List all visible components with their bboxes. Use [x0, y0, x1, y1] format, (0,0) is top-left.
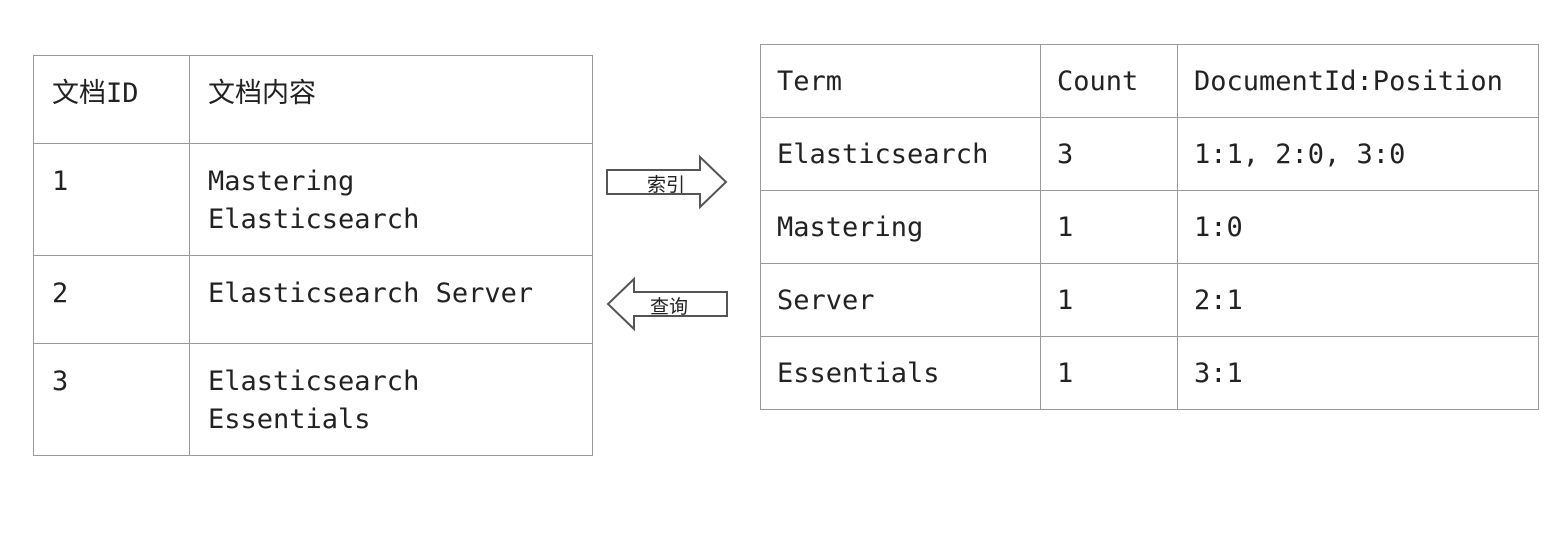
query-arrow-icon	[606, 276, 728, 332]
doc-content-cell: Elasticsearch Essentials	[208, 366, 420, 435]
term-cell: Essentials	[777, 358, 940, 389]
term-cell: Elasticsearch	[777, 139, 989, 170]
positions-cell: 3:1	[1194, 358, 1243, 389]
doc-id-cell: 1	[52, 166, 69, 197]
query-arrow-label: 查询	[650, 296, 689, 318]
count-cell: 1	[1057, 285, 1074, 316]
table-row: Essentials 1 3:1	[760, 336, 1539, 410]
header-doc-id: 文档ID	[52, 78, 139, 109]
header-count: Count	[1057, 66, 1139, 97]
positions-cell: 1:1, 2:0, 3:0	[1194, 139, 1406, 170]
header-document-position: DocumentId:Position	[1194, 66, 1503, 97]
table-header-row: 文档ID 文档内容	[33, 55, 593, 144]
count-cell: 1	[1057, 212, 1074, 243]
table-row: 3 Elasticsearch Essentials	[33, 343, 593, 456]
table-header-row: Term Count DocumentId:Position	[760, 44, 1539, 118]
term-cell: Server	[777, 285, 875, 316]
table-row: 1 Mastering Elasticsearch	[33, 143, 593, 256]
doc-content-cell: Elasticsearch Server	[208, 278, 534, 309]
positions-cell: 1:0	[1194, 212, 1243, 243]
table-row: Mastering 1 1:0	[760, 190, 1539, 264]
index-arrow-icon	[606, 154, 728, 210]
index-arrow-label: 索引	[647, 174, 686, 196]
doc-content-cell: Mastering Elasticsearch	[208, 166, 420, 235]
term-cell: Mastering	[777, 212, 924, 243]
count-cell: 3	[1057, 139, 1074, 170]
document-table: 文档ID 文档内容 1 Mastering Elasticsearch 2 El…	[33, 55, 593, 456]
table-row: Server 1 2:1	[760, 263, 1539, 337]
inverted-index-table: Term Count DocumentId:Position Elasticse…	[760, 44, 1539, 410]
table-row: 2 Elasticsearch Server	[33, 255, 593, 344]
header-term: Term	[777, 66, 843, 97]
count-cell: 1	[1057, 358, 1074, 389]
header-doc-content: 文档内容	[208, 78, 316, 109]
positions-cell: 2:1	[1194, 285, 1243, 316]
doc-id-cell: 2	[52, 278, 69, 309]
doc-id-cell: 3	[52, 366, 69, 397]
table-row: Elasticsearch 3 1:1, 2:0, 3:0	[760, 117, 1539, 191]
